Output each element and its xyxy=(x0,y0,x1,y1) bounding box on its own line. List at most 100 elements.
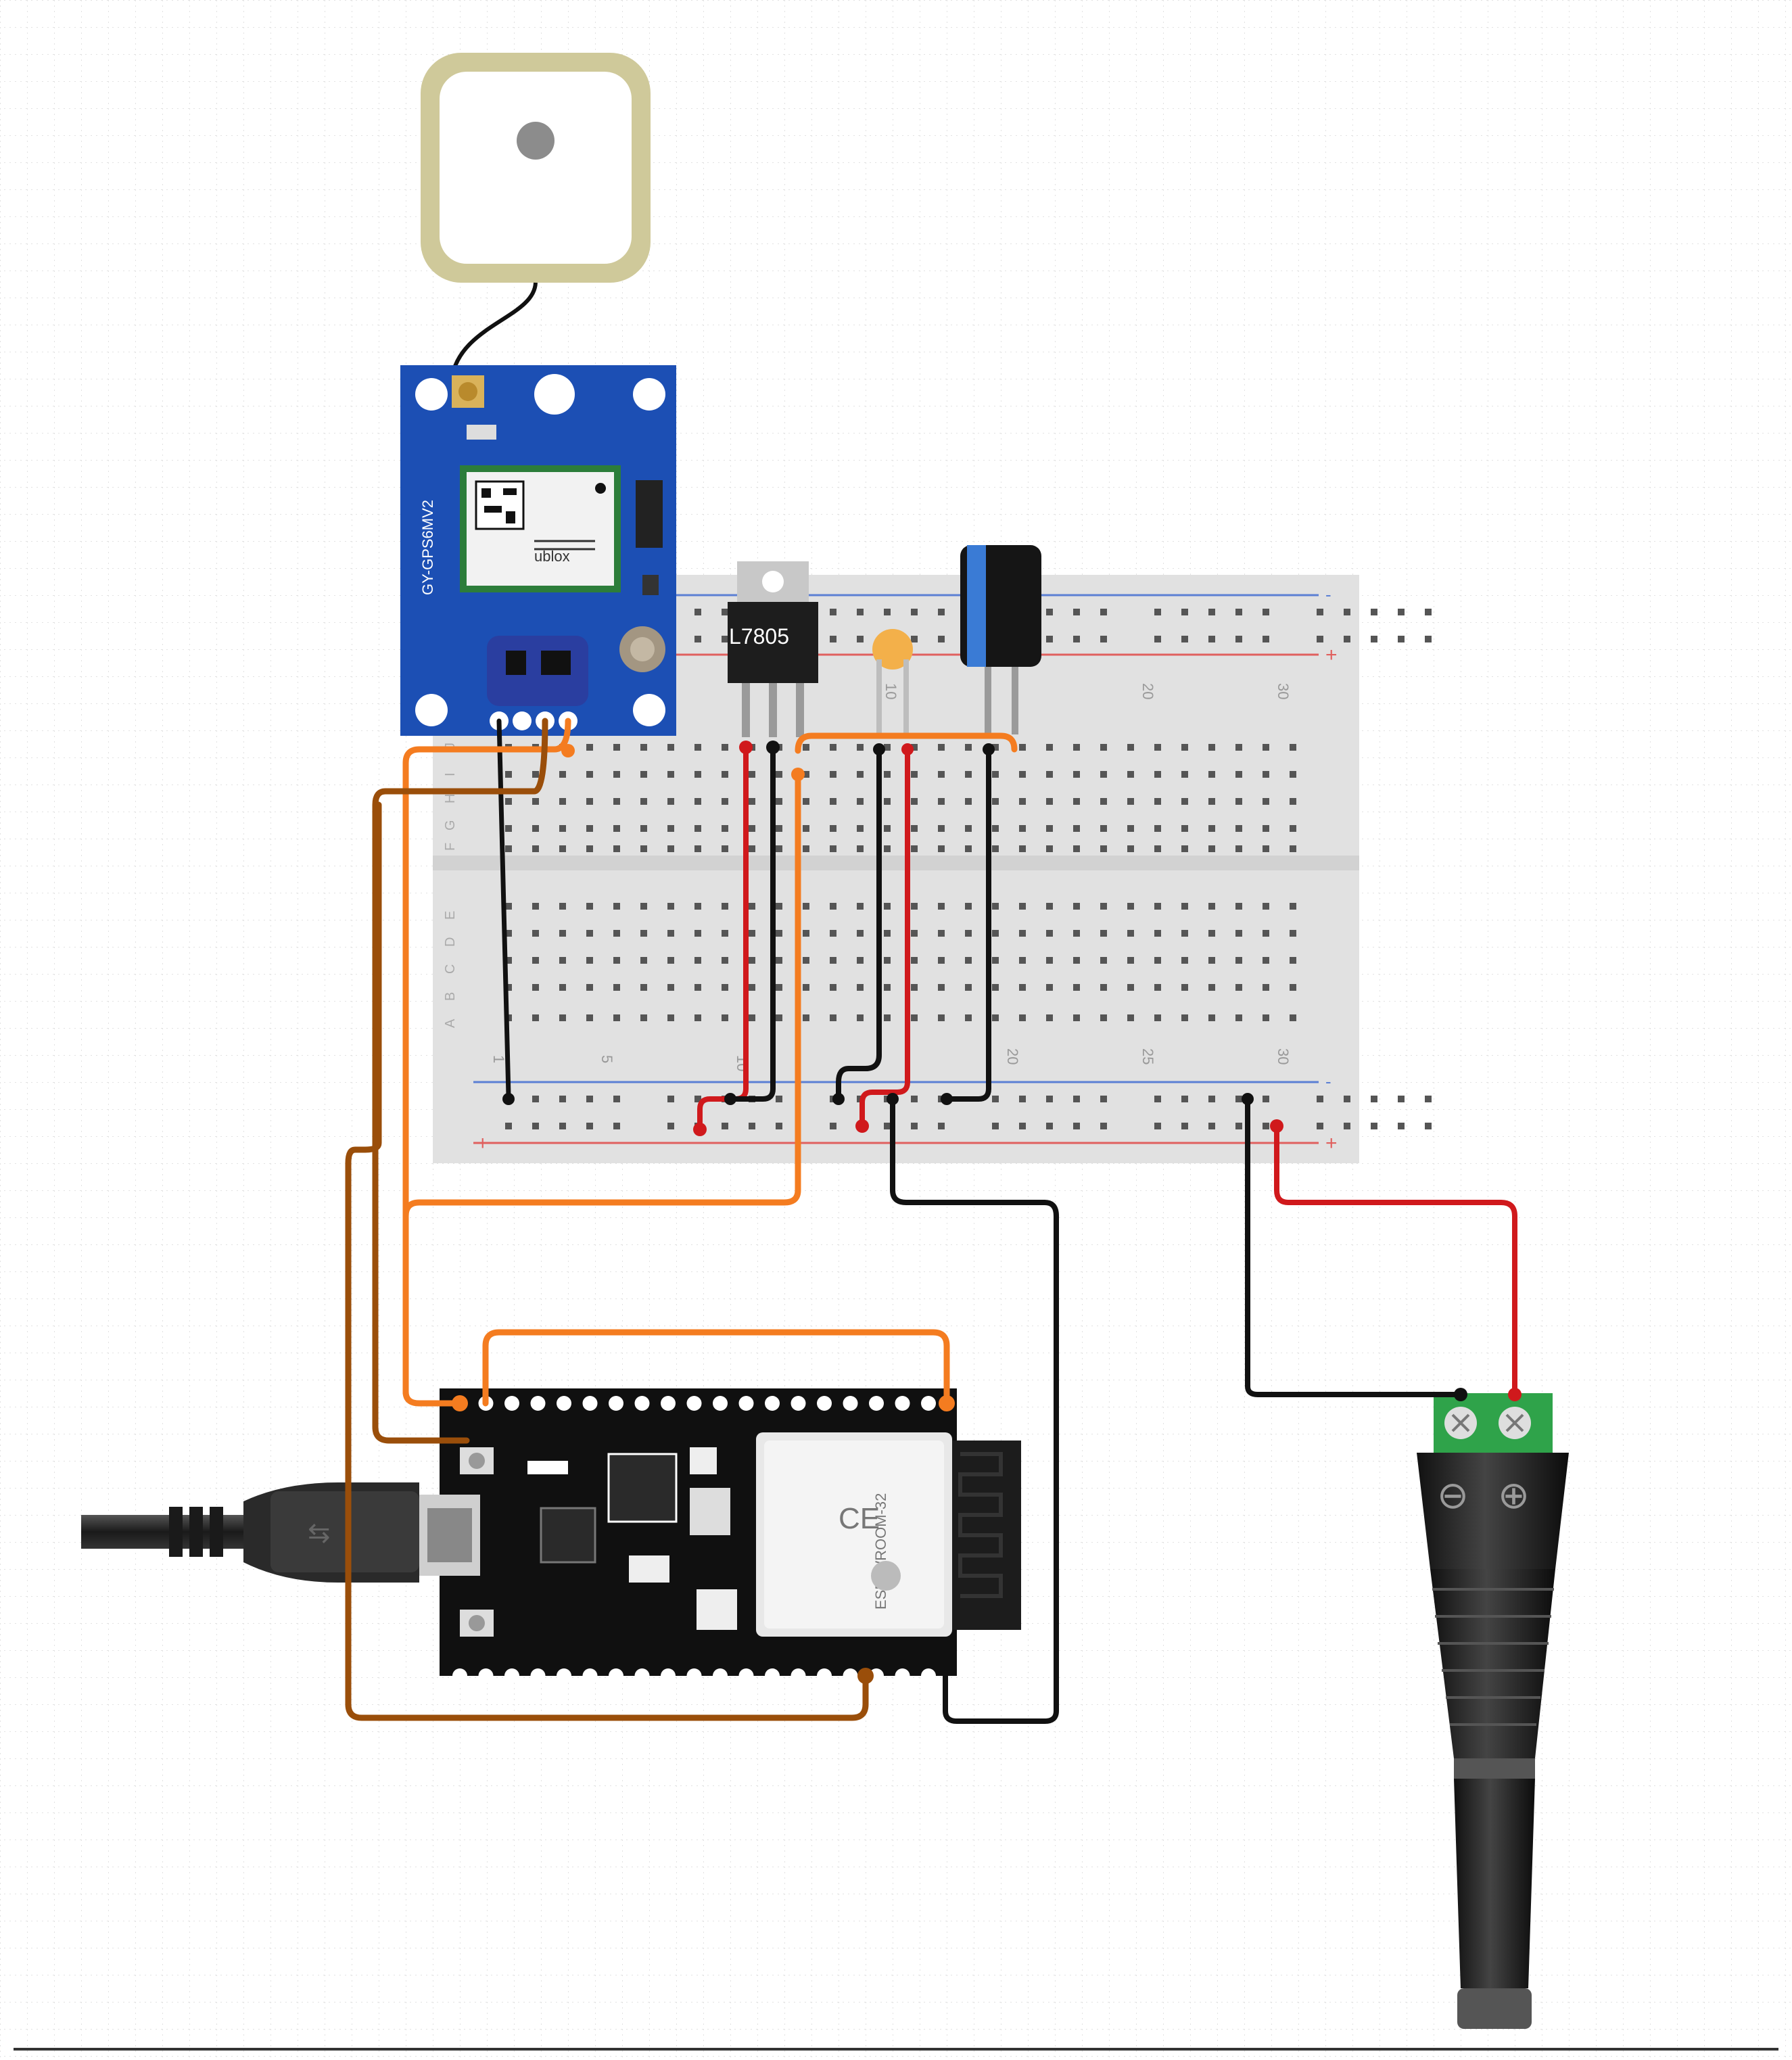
breadboard-hole xyxy=(1073,957,1080,964)
breadboard-hole xyxy=(884,771,891,778)
breadboard-hole xyxy=(586,903,593,910)
breadboard-hole xyxy=(1208,636,1215,642)
breadboard-hole xyxy=(722,798,728,805)
breadboard-hole xyxy=(1046,1014,1053,1021)
breadboard-hole xyxy=(505,930,512,937)
breadboard-hole xyxy=(667,825,674,832)
breadboard-hole xyxy=(559,930,566,937)
breadboard-hole xyxy=(803,984,809,991)
breadboard-hole xyxy=(911,930,918,937)
breadboard-hole xyxy=(965,825,972,832)
breadboard-hole xyxy=(749,771,755,778)
breadboard-hole xyxy=(613,930,620,937)
breadboard-hole xyxy=(911,1096,918,1102)
breadboard-hole xyxy=(938,984,945,991)
breadboard-hole xyxy=(992,903,999,910)
breadboard-hole xyxy=(694,903,701,910)
breadboard-hole xyxy=(938,609,945,615)
breadboard-hole xyxy=(911,903,918,910)
breadboard-hole xyxy=(667,798,674,805)
breadboard-hole xyxy=(1235,609,1242,615)
esp32-pin xyxy=(713,1396,728,1411)
breadboard-hole xyxy=(532,930,539,937)
breadboard-hole xyxy=(722,1014,728,1021)
esp32-pin xyxy=(791,1396,806,1411)
breadboard-hole xyxy=(830,798,836,805)
breadboard-hole xyxy=(559,771,566,778)
breadboard-hole xyxy=(613,825,620,832)
breadboard-hole xyxy=(938,825,945,832)
breadboard-hole xyxy=(1100,957,1107,964)
jack-minus-symbol: ⊖ xyxy=(1437,1474,1469,1516)
breadboard-hole xyxy=(1019,744,1026,751)
breadboard-hole xyxy=(559,798,566,805)
breadboard-hole xyxy=(667,1096,674,1102)
breadboard-hole xyxy=(830,744,836,751)
breadboard-hole xyxy=(667,930,674,937)
breadboard-hole xyxy=(1046,771,1053,778)
dc-barrel-jack: ⊖ ⊕ xyxy=(1417,1393,1569,2029)
breadboard-hole xyxy=(1290,825,1296,832)
breadboard-hole xyxy=(1181,771,1188,778)
breadboard-hole xyxy=(992,1014,999,1021)
breadboard-hole xyxy=(857,798,864,805)
jack-plus-symbol: ⊕ xyxy=(1498,1474,1530,1516)
breadboard-hole xyxy=(857,930,864,937)
breadboard-hole xyxy=(1181,825,1188,832)
breadboard-hole xyxy=(586,1014,593,1021)
wire-vin xyxy=(697,745,749,1132)
breadboard-hole xyxy=(694,798,701,805)
breadboard-hole xyxy=(1263,845,1269,852)
breadboard-hole xyxy=(1154,636,1161,642)
breadboard-hole xyxy=(722,957,728,964)
breadboard-hole xyxy=(803,825,809,832)
breadboard-hole xyxy=(776,845,782,852)
row-letter-i: I xyxy=(443,772,458,776)
breadboard-hole xyxy=(559,903,566,910)
usb-cable: ⇆ xyxy=(81,1482,419,1583)
breadboard-hole xyxy=(1290,984,1296,991)
breadboard-hole xyxy=(640,798,647,805)
breadboard-hole xyxy=(559,825,566,832)
breadboard-hole xyxy=(505,845,512,852)
breadboard-hole xyxy=(613,744,620,751)
breadboard-hole xyxy=(749,903,755,910)
breadboard-hole xyxy=(532,984,539,991)
breadboard-hole xyxy=(1263,636,1269,642)
breadboard-hole xyxy=(884,1014,891,1021)
electrolytic-capacitor xyxy=(960,545,1041,734)
breadboard-hole xyxy=(1073,609,1080,615)
breadboard-hole xyxy=(505,825,512,832)
breadboard-hole xyxy=(938,744,945,751)
wire-gps-rx xyxy=(372,718,548,1444)
breadboard-hole xyxy=(559,1123,566,1129)
breadboard-hole xyxy=(1208,845,1215,852)
wire-endpoints xyxy=(452,741,1522,1684)
breadboard-hole xyxy=(1073,825,1080,832)
esp32-pin xyxy=(557,1396,571,1411)
breadboard-hole xyxy=(722,1123,728,1129)
breadboard-hole xyxy=(1073,845,1080,852)
breadboard-hole xyxy=(1290,957,1296,964)
breadboard-hole xyxy=(1208,771,1215,778)
breadboard-hole xyxy=(1100,845,1107,852)
breadboard-hole xyxy=(1046,1123,1053,1129)
breadboard-hole xyxy=(749,845,755,852)
breadboard-hole xyxy=(1317,636,1323,642)
breadboard-hole xyxy=(1019,957,1026,964)
breadboard-hole xyxy=(694,845,701,852)
esp32-pin xyxy=(504,1668,519,1683)
breadboard-hole xyxy=(884,609,891,615)
breadboard-hole xyxy=(1127,771,1134,778)
breadboard-hole xyxy=(857,957,864,964)
breadboard-hole xyxy=(1100,903,1107,910)
breadboard-hole xyxy=(1235,845,1242,852)
breadboard-hole xyxy=(722,825,728,832)
breadboard-hole xyxy=(1208,744,1215,751)
wire-elec-gnd xyxy=(944,747,991,1102)
breadboard-hole xyxy=(1398,636,1405,642)
breadboard-hole xyxy=(640,903,647,910)
breadboard-hole xyxy=(965,957,972,964)
breadboard-hole xyxy=(1317,609,1323,615)
